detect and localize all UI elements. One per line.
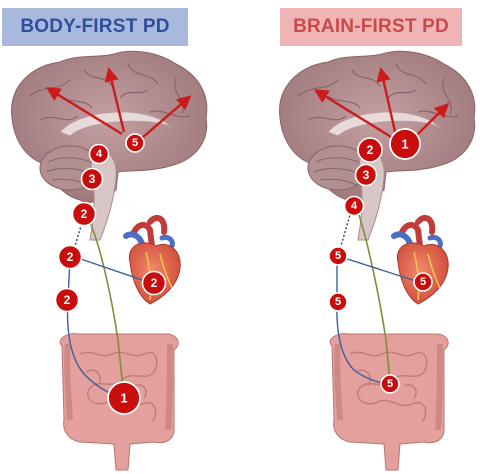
left-cardiac-sympathetic-nerve (71, 255, 155, 285)
left-badge-label: 2 (67, 250, 74, 264)
left-badge-medulla: 2 (71, 201, 97, 227)
left-spread-arrow-1 (45, 87, 123, 136)
body-first-title: BODY-FIRST PD (2, 8, 188, 46)
right-badge-sympathetic-ganglion: 5 (328, 292, 348, 312)
right-spread-arrow-3 (413, 102, 450, 139)
left-brain-illustration (11, 50, 208, 241)
right-badge-label: 3 (363, 168, 370, 182)
left-badge-heart: 2 (141, 270, 167, 296)
right-badge-label: 5 (335, 296, 341, 308)
left-spread-arrow-3 (141, 95, 192, 139)
left-badge-midbrain: 4 (88, 143, 110, 165)
right-badge-heart: 5 (413, 272, 433, 292)
right-intestine-illustration (329, 333, 449, 471)
left-spread-arrow-2 (104, 67, 126, 133)
right-badge-label: 5 (335, 250, 341, 262)
right-badge-label: 5 (387, 378, 393, 390)
left-badge-label: 2 (64, 293, 71, 307)
left-vagus-nerve (85, 213, 125, 399)
right-spread-arrow-1 (313, 89, 397, 142)
right-vagus-nerve (355, 205, 391, 383)
left-badge-label: 3 (89, 172, 96, 186)
left-badge-sympathetic-ganglion: 2 (54, 287, 80, 313)
right-badge-label: 2 (367, 143, 374, 157)
right-panel: 1 2 3 4 5 5 5 5 (279, 50, 476, 471)
brain-first-title: BRAIN-FIRST PD (280, 8, 462, 46)
left-badge-gut: 1 (107, 381, 141, 415)
left-badge-spinal-cord: 2 (57, 244, 83, 270)
left-badge-brain-cortex: 5 (125, 133, 145, 153)
left-badge-pons: 3 (80, 167, 104, 191)
right-badge-label: 1 (401, 137, 408, 152)
right-badge-gut: 5 (380, 374, 400, 394)
right-badge-spinal-cord: 5 (328, 246, 348, 266)
right-badge-medulla: 4 (343, 195, 365, 217)
left-panel: 5 4 3 2 2 2 2 1 (11, 50, 208, 471)
right-cardiac-sympathetic-nerve (337, 255, 423, 284)
left-badge-label: 2 (151, 276, 158, 290)
left-spinal-dotted (71, 215, 85, 257)
left-badge-label: 1 (120, 391, 127, 406)
right-badge-pons: 3 (354, 163, 378, 187)
left-badge-label: 5 (132, 137, 138, 149)
left-badge-label: 4 (96, 148, 103, 160)
right-badge-brain-origin: 1 (389, 128, 421, 160)
left-badge-label: 2 (81, 207, 88, 221)
right-gut-sympathetic-nerve (336, 258, 389, 385)
right-badge-label: 5 (420, 276, 426, 288)
right-badge-label: 4 (351, 200, 358, 212)
right-badge-midbrain: 2 (357, 137, 383, 163)
right-spread-arrow-2 (376, 66, 398, 137)
